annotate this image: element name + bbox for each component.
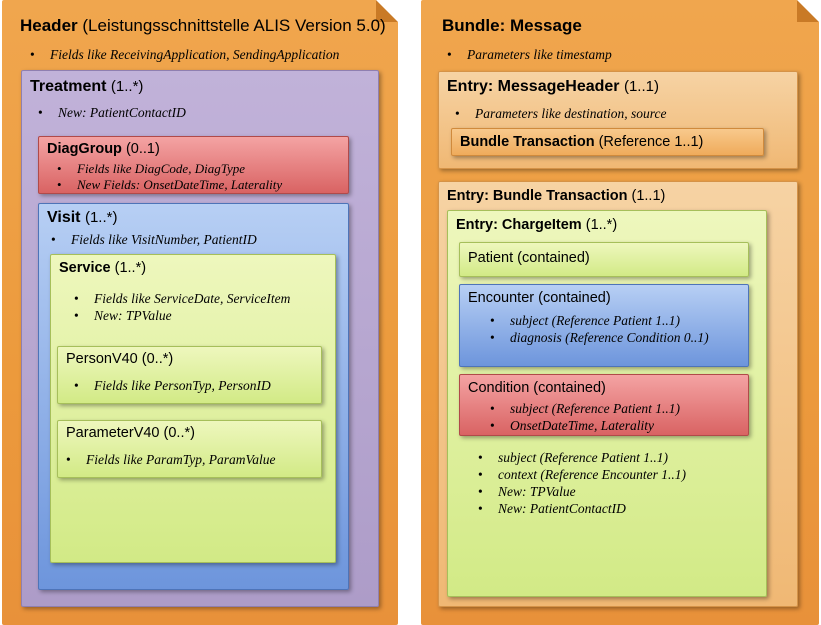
- condition-title: Condition (contained): [468, 380, 606, 396]
- list-item: Fields like ReceivingApplication, Sendin…: [26, 46, 339, 63]
- personv40-title: PersonV40 (0..*): [66, 351, 174, 367]
- personv40-bullets: Fields like PersonTyp, PersonID: [70, 377, 271, 394]
- message-header-bullets: Parameters like destination, source: [451, 105, 666, 122]
- list-item: New: TPValue: [70, 307, 290, 324]
- chargeitem-bullets: subject (Reference Patient 1..1) context…: [474, 449, 686, 517]
- bundle-transaction-title: Entry: Bundle Transaction (1..1): [447, 188, 666, 204]
- list-item: diagnosis (Reference Condition 0..1): [486, 329, 709, 346]
- bundle-message-title: Bundle: Message: [442, 16, 582, 35]
- bundle-transaction-reference-title: Bundle Transaction (Reference 1..1): [460, 134, 704, 150]
- list-item: subject (Reference Patient 1..1): [486, 400, 680, 417]
- visit-bullets: Fields like VisitNumber, PatientID: [47, 231, 257, 248]
- list-item: Fields like PersonTyp, PersonID: [70, 377, 271, 394]
- parameterv40-title: ParameterV40 (0..*): [66, 425, 195, 441]
- condition-bullets: subject (Reference Patient 1..1) OnsetDa…: [486, 400, 680, 434]
- visit-title: Visit (1..*): [47, 209, 118, 226]
- parameterv40-box: ParameterV40 (0..*) Fields like ParamTyp…: [57, 420, 322, 478]
- personv40-box: PersonV40 (0..*) Fields like PersonTyp, …: [57, 346, 322, 404]
- list-item: New: PatientContactID: [34, 104, 186, 121]
- diaggroup-bullets: Fields like DiagCode, DiagType New Field…: [53, 161, 282, 193]
- list-item: Parameters like destination, source: [451, 105, 666, 122]
- patient-title: Patient (contained): [468, 250, 590, 266]
- encounter-title: Encounter (contained): [468, 290, 611, 306]
- message-header-title: Entry: MessageHeader (1..1): [447, 78, 659, 95]
- patient-box: Patient (contained): [459, 242, 749, 277]
- list-item: context (Reference Encounter 1..1): [474, 466, 686, 483]
- folded-corner: [376, 0, 398, 22]
- condition-box: Condition (contained) subject (Reference…: [459, 374, 749, 436]
- list-item: Fields like ParamTyp, ParamValue: [62, 451, 275, 468]
- header-title: Header (Leistungsschnittstelle ALIS Vers…: [20, 16, 386, 35]
- treatment-title: Treatment (1..*): [30, 78, 144, 95]
- service-bullets: Fields like ServiceDate, ServiceItem New…: [70, 290, 290, 324]
- service-title: Service (1..*): [59, 260, 147, 276]
- list-item: Fields like VisitNumber, PatientID: [47, 231, 257, 248]
- list-item: New: TPValue: [474, 483, 686, 500]
- folded-corner: [797, 0, 819, 22]
- list-item: Parameters like timestamp: [443, 46, 612, 63]
- bundle-transaction-reference-box: Bundle Transaction (Reference 1..1): [451, 128, 764, 156]
- encounter-bullets: subject (Reference Patient 1..1) diagnos…: [486, 312, 709, 346]
- diaggroup-title: DiagGroup (0..1): [47, 141, 160, 157]
- list-item: Fields like DiagCode, DiagType: [53, 161, 282, 177]
- treatment-bullets: New: PatientContactID: [34, 104, 186, 121]
- list-item: Fields like ServiceDate, ServiceItem: [70, 290, 290, 307]
- encounter-box: Encounter (contained) subject (Reference…: [459, 284, 749, 367]
- list-item: New Fields: OnsetDateTime, Laterality: [53, 177, 282, 193]
- diaggroup-box: DiagGroup (0..1) Fields like DiagCode, D…: [38, 136, 349, 194]
- chargeitem-title: Entry: ChargeItem (1..*): [456, 217, 618, 233]
- header-bullets: Fields like ReceivingApplication, Sendin…: [26, 46, 339, 63]
- list-item: OnsetDateTime, Laterality: [486, 417, 680, 434]
- list-item: subject (Reference Patient 1..1): [474, 449, 686, 466]
- list-item: subject (Reference Patient 1..1): [486, 312, 709, 329]
- service-box: Service (1..*) Fields like ServiceDate, …: [50, 254, 336, 563]
- bundle-message-bullets: Parameters like timestamp: [443, 46, 612, 63]
- list-item: New: PatientContactID: [474, 500, 686, 517]
- parameterv40-bullets: Fields like ParamTyp, ParamValue: [62, 451, 275, 468]
